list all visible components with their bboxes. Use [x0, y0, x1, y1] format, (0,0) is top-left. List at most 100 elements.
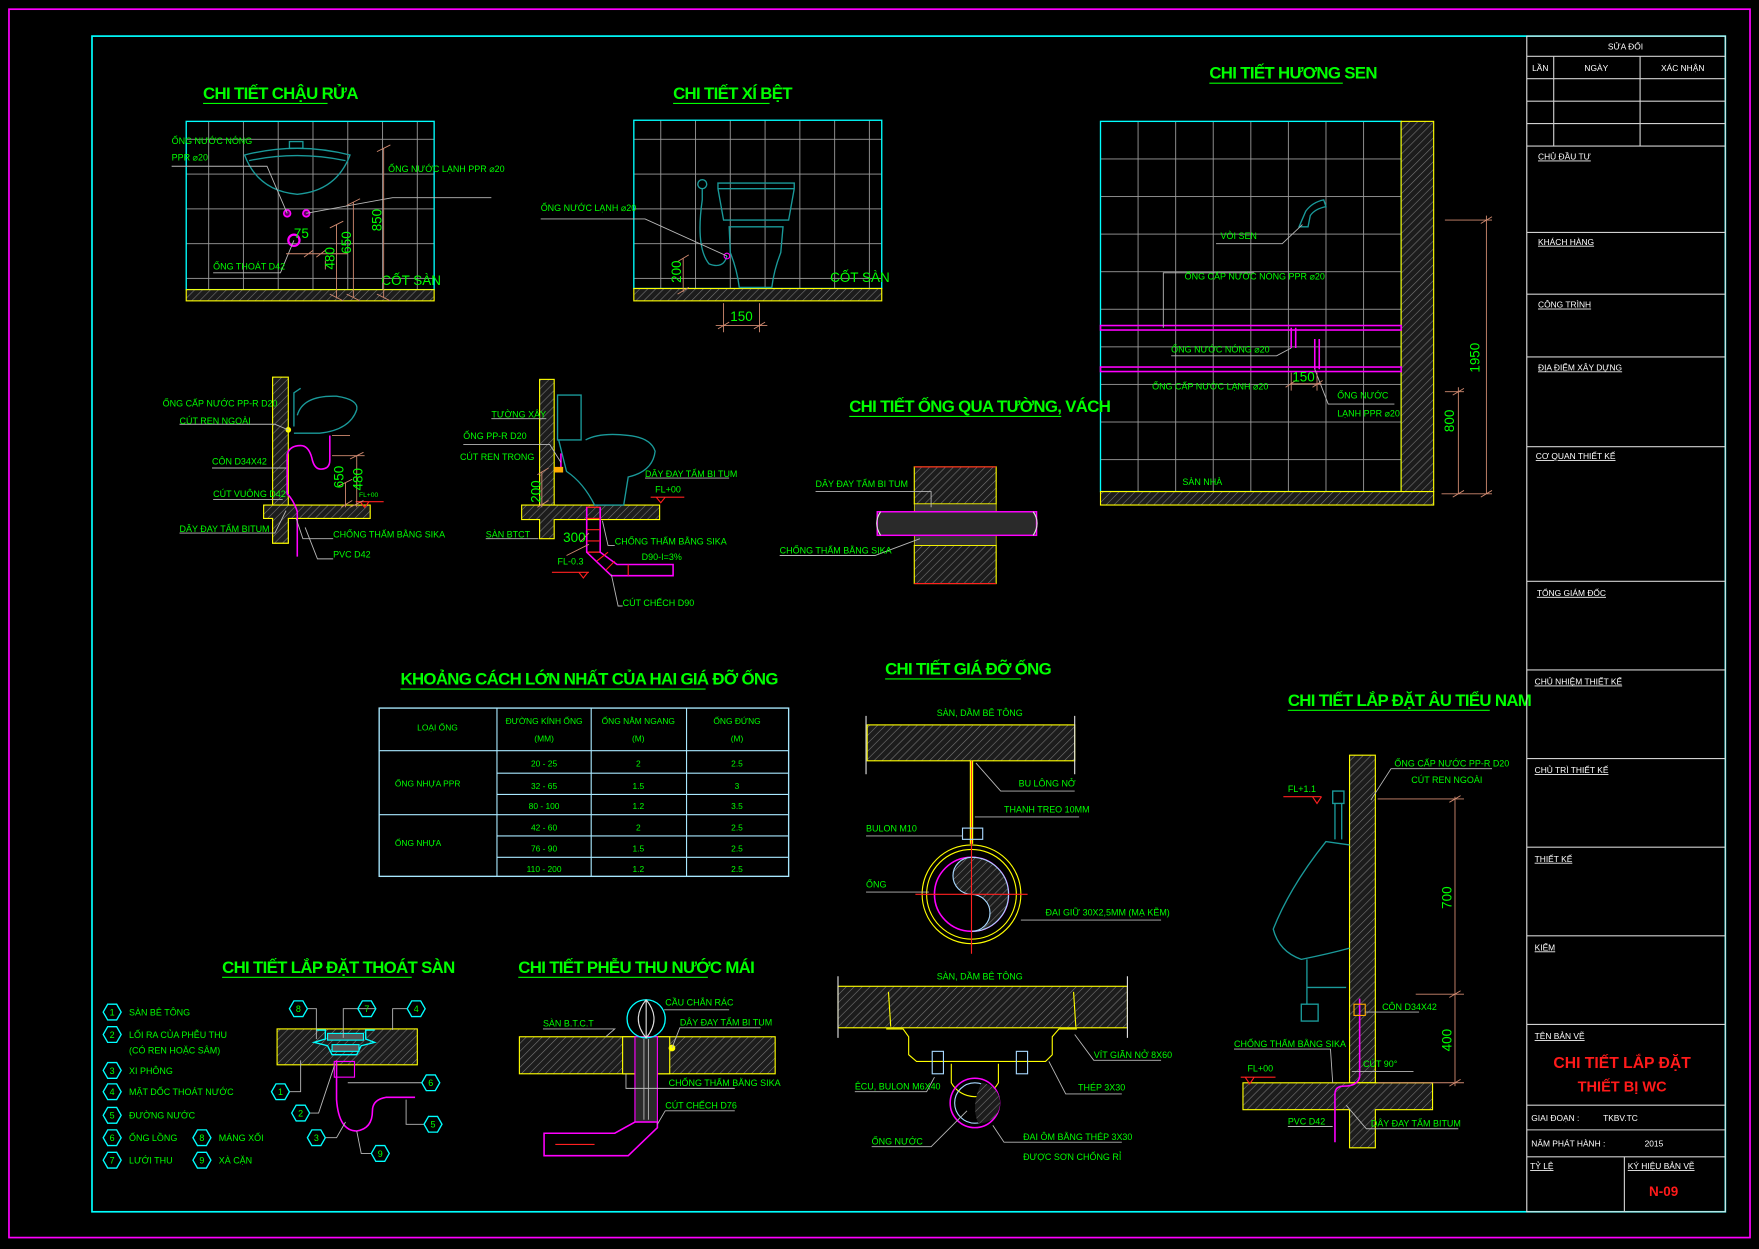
legend-text: (CÓ REN HOẶC SÂM)	[129, 1046, 220, 1056]
urinal-title: CHI TIẾT LẮP ĐẶT ÂU TIỂU NAM	[1288, 691, 1531, 710]
label: SÀN B.T.C.T	[543, 1019, 594, 1029]
revision-title: SỬA ĐỔI	[1608, 41, 1643, 52]
toilet-tank	[717, 182, 795, 221]
stage-label: GIAI ĐOẠN :	[1531, 1113, 1579, 1123]
table-cell: 1.5	[632, 781, 644, 791]
label: ỐNG PP-R D20	[463, 430, 526, 441]
callout-number: 4	[110, 1087, 115, 1097]
table-cell: 1.2	[632, 864, 644, 874]
legend-number-hexagon: 4	[102, 1083, 122, 1101]
drawing-name-line2: THIẾT BỊ WC	[1578, 1079, 1668, 1096]
label: ÊCU, BULON M6X40	[855, 1081, 941, 1091]
callout-number: 6	[110, 1133, 115, 1143]
callout-number: 1	[110, 1007, 115, 1017]
label: CÚT 90°	[1363, 1059, 1398, 1069]
header-cell: ỐNG ĐỨNG	[713, 715, 760, 726]
label: ỐNG CẤP NƯỚC LẠNH ⌀20	[1152, 380, 1268, 391]
label: CÚT REN NGOÀI	[1411, 775, 1482, 785]
label: CHỐNG THẤM BẰNG SIKA	[333, 529, 445, 540]
table-cell: 3	[735, 781, 740, 791]
label: ỐNG CẤP NƯỚC PP-R D20	[163, 397, 278, 408]
label: DÂY ĐAY TẨM BI TUM	[645, 468, 737, 479]
dim: 75	[294, 226, 309, 241]
callout-hexagon: 9	[370, 1144, 391, 1162]
label: SÀN BTCT	[486, 530, 531, 540]
callout-number: 8	[199, 1133, 204, 1143]
header-cell: (M)	[731, 734, 744, 744]
callout-number: 2	[110, 1030, 115, 1040]
label: ỐNG NƯỚC NÓNG	[172, 135, 253, 146]
label: ỐNG NƯỚC LẠNH PPR ⌀20	[388, 163, 504, 174]
label: DÂY ĐAY TẨM BI TUM	[816, 478, 908, 489]
legend-number-hexagon: 3	[102, 1061, 122, 1079]
header-cell: ỐNG NẰM NGANG	[602, 715, 675, 726]
shower-detail: CHI TIẾT HƯƠNG SEN VÒI SEN ỐNG CẤP NƯỚC …	[1099, 64, 1493, 506]
dim: 300	[563, 530, 585, 545]
dim: 150	[730, 309, 752, 324]
label: PPR ⌀20	[172, 153, 208, 163]
floor-slab	[185, 289, 435, 302]
callout-number: 5	[431, 1120, 436, 1130]
label: SÀN, DẦM BÊ TÔNG	[937, 708, 1023, 718]
label: FL+00	[1247, 1064, 1273, 1074]
field-chu-tri: CHỦ TRÌ THIẾT KẾ	[1535, 764, 1609, 775]
callout-hexagon: 5	[423, 1115, 443, 1133]
label: THÉP 3X30	[1078, 1083, 1125, 1093]
field-co-quan: CƠ QUAN THIẾT KẾ	[1536, 451, 1616, 461]
table-cell: 2.5	[731, 864, 743, 874]
roof-drain-detail: CHI TIẾT PHỄU THU NƯỚC MÁI CẦU CHẮN RÁC …	[518, 958, 781, 1157]
callout-number: 7	[110, 1156, 115, 1166]
hanger-detail: CHI TIẾT GIÁ ĐỠ ỐNG SÀN, DẦM BÊ TÔNG BU …	[865, 658, 1170, 954]
label: CỐT SÀN	[381, 273, 441, 288]
label: FL-0.3	[558, 556, 584, 566]
pipe	[876, 511, 1038, 537]
label: ỐNG THOÁT D42	[213, 260, 285, 271]
label: ỐNG NƯỚC	[1337, 389, 1389, 400]
field-chu-nhiem: CHỦ NHIỆM THIẾT KẾ	[1535, 676, 1623, 687]
callout-number: 1	[278, 1087, 283, 1097]
label: CÚT VUÔNG D42	[213, 489, 286, 499]
label: PVC D42	[1288, 1116, 1325, 1126]
legend-number-hexagon: 6	[102, 1129, 122, 1147]
label: CHỐNG THẤM BẰNG SIKA	[615, 535, 727, 546]
table-cell: 2	[636, 758, 641, 768]
dim: 700	[1440, 886, 1455, 908]
dim: 480	[350, 468, 365, 490]
callout-hexagon: 4	[406, 1000, 426, 1018]
year-label: NĂM PHÁT HÀNH :	[1531, 1139, 1605, 1149]
dim: 200	[529, 480, 544, 502]
label: CẦU CHẮN RÁC	[665, 997, 734, 1007]
legend-text: ĐƯỜNG NƯỚC	[129, 1111, 196, 1121]
legend-text: MẶT DỐC THOÁT NƯỚC	[129, 1086, 234, 1097]
header-cell: (MM)	[534, 734, 554, 744]
legend-item: 4 MẶT DỐC THOÁT NƯỚC	[102, 1083, 234, 1101]
drawing-code: N-09	[1649, 1184, 1678, 1199]
hot-pipe-icon	[282, 209, 292, 218]
dim: 200	[669, 260, 684, 282]
revision-col-ngay: NGÀY	[1584, 63, 1608, 73]
wall	[1400, 120, 1435, 493]
header-cell: (M)	[632, 734, 645, 744]
legend-number-hexagon: 9	[192, 1151, 212, 1169]
wall-pass-title: CHI TIẾT ỐNG QUA TƯỜNG, VÁCH	[849, 396, 1111, 416]
table-cell: 2	[636, 822, 641, 832]
year-value: 2015	[1645, 1139, 1664, 1149]
dim: 800	[1442, 410, 1457, 432]
legend-text: LƯỚI THU	[129, 1156, 173, 1166]
label: PVC D42	[333, 550, 370, 560]
label: TƯỜNG XÂY	[491, 410, 546, 420]
shower-head-icon	[1298, 199, 1327, 228]
table-cell: 2.5	[731, 758, 743, 768]
label: SÀN NHÀ	[1182, 477, 1222, 487]
